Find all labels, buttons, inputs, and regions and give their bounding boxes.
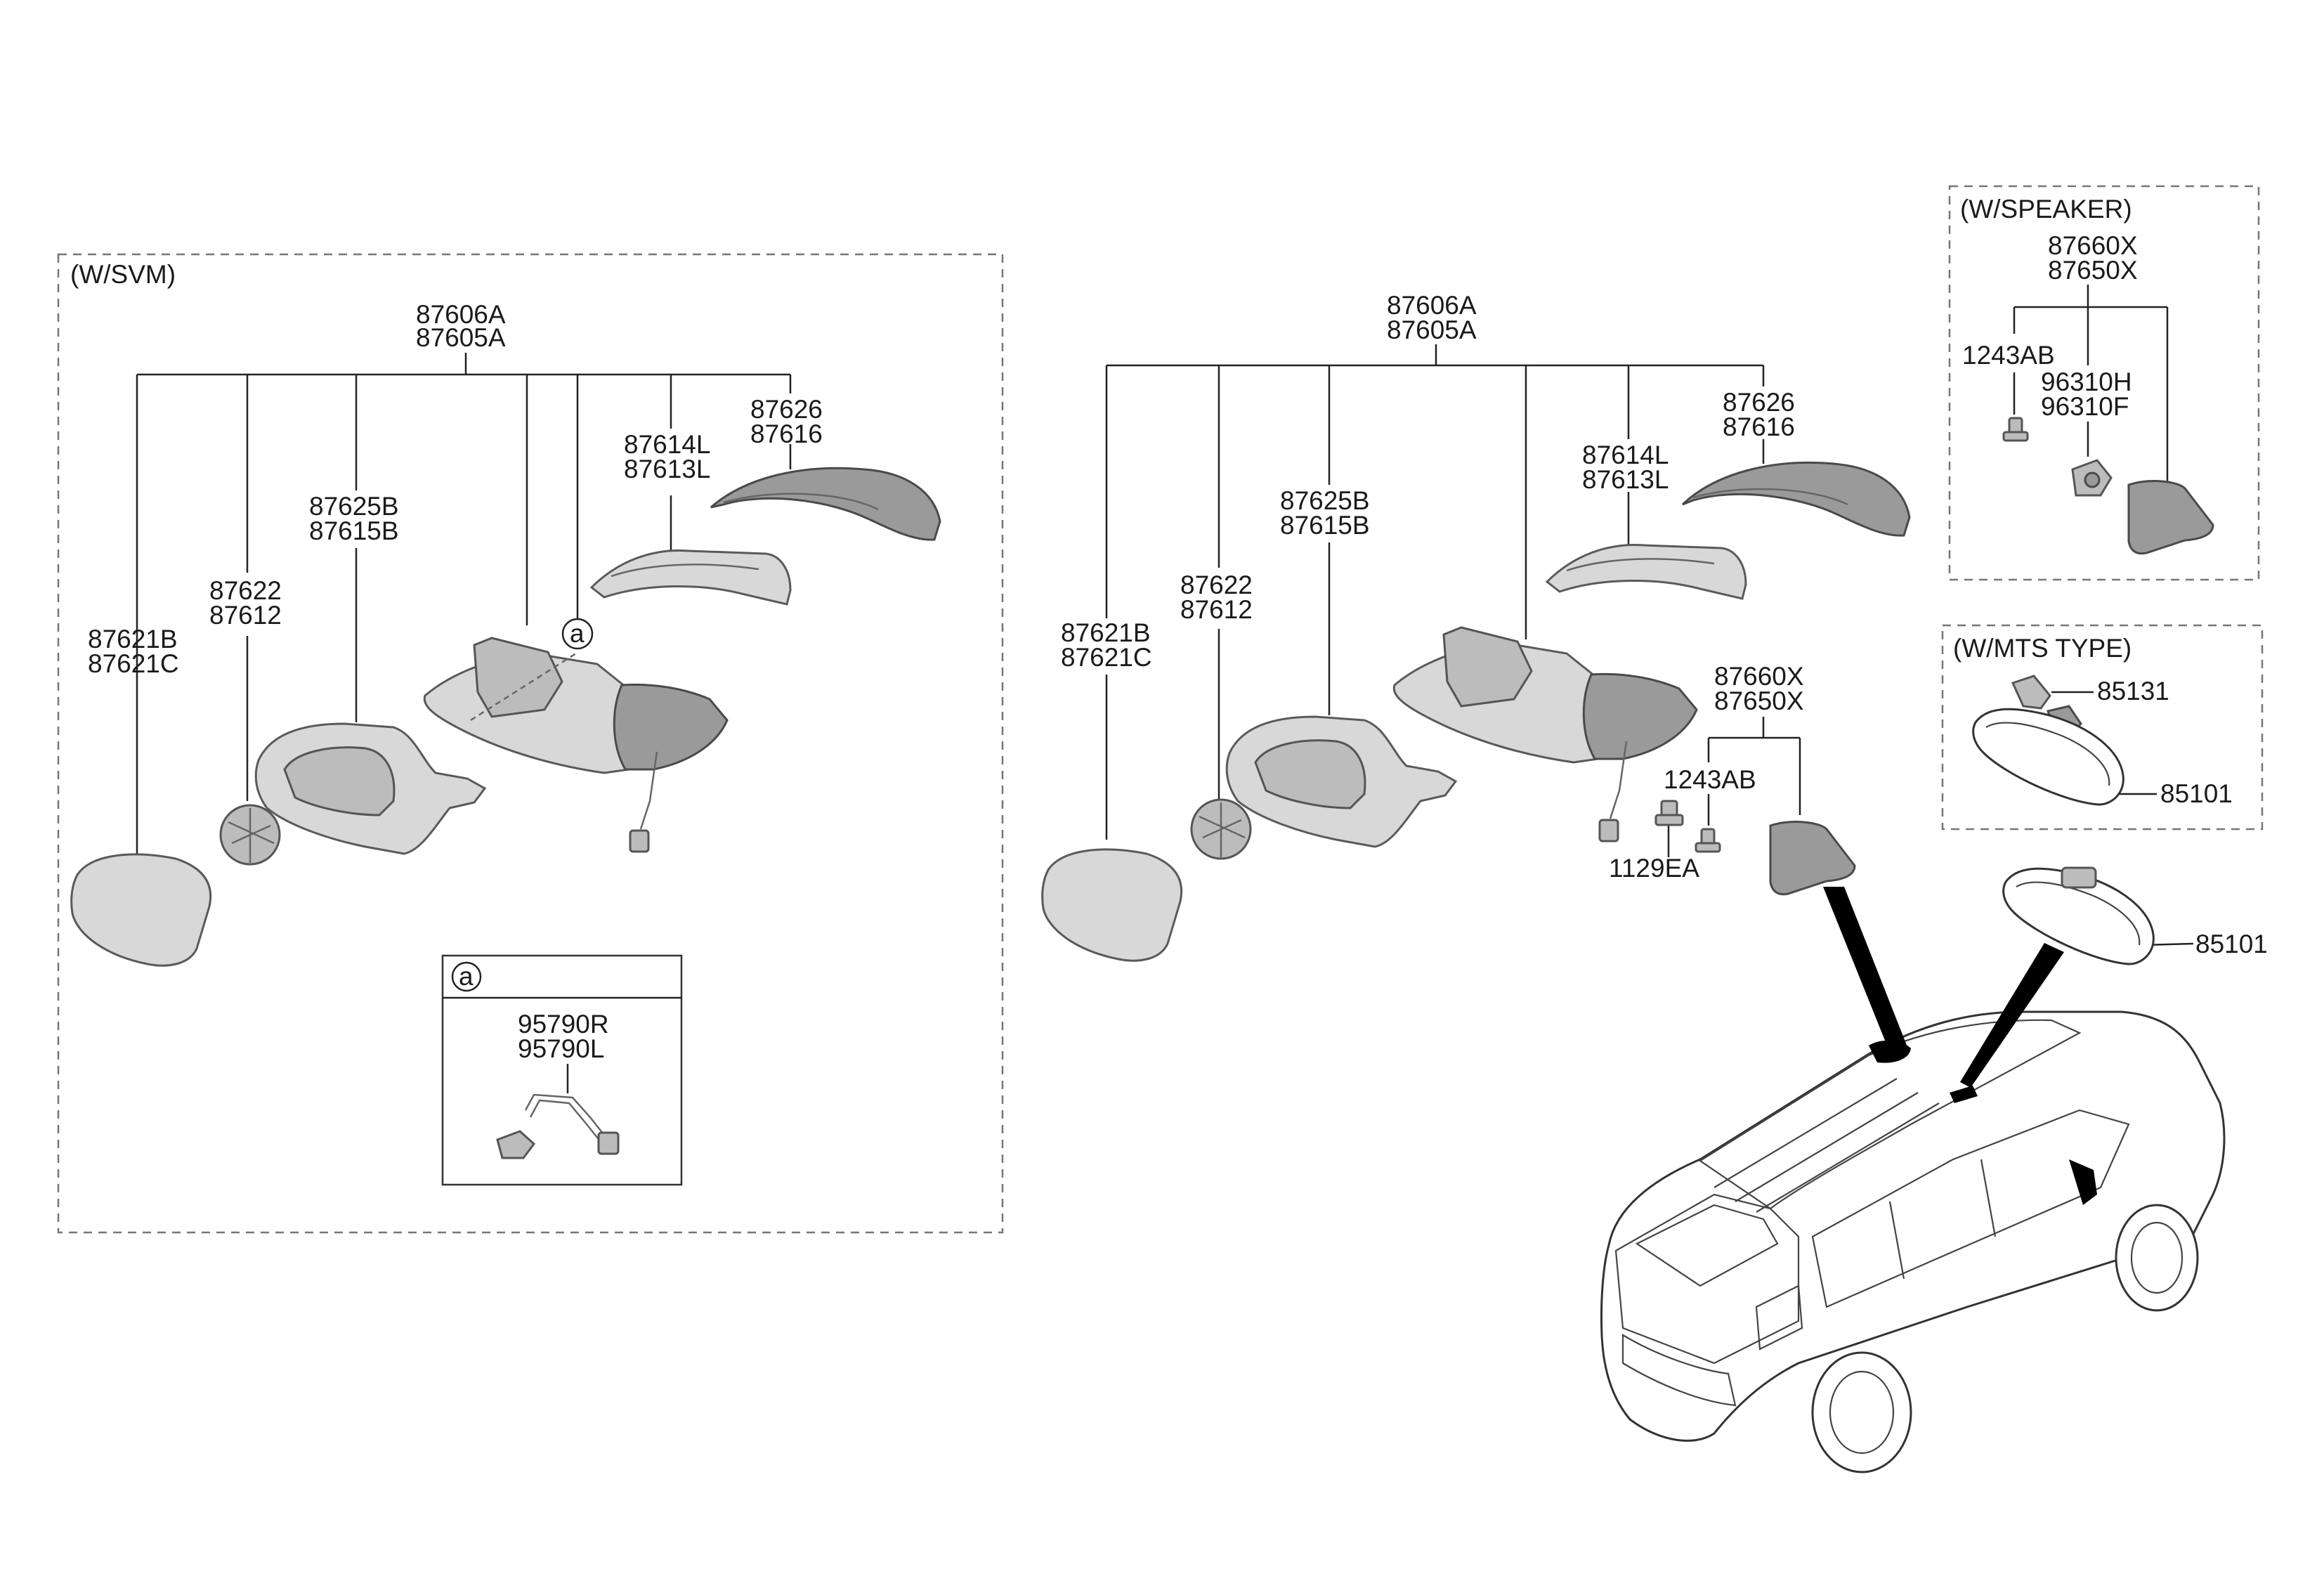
vehicle-roof-rail-1 [1713, 1078, 1898, 1188]
svm-glass-label-1[interactable]: 87621B [88, 625, 178, 653]
callout-a-box: a 95790R 95790L [441, 954, 683, 1186]
vehicle-roof [1698, 1019, 2082, 1210]
callout-a-frame [441, 954, 683, 1186]
main-triangle-label-2[interactable]: 87650X [1714, 686, 1804, 715]
main-screw-label[interactable]: 1243AB [1664, 765, 1756, 794]
main-section: 87606A 87605A 87626 87616 87614L 87613L … [1041, 291, 2268, 965]
svm-callout-marker-letter: a [570, 619, 585, 648]
mts-cover-label[interactable]: 85131 [2097, 677, 2169, 705]
vehicle-rear-bumper [1621, 1334, 1737, 1407]
svm-box-title: (W/SVM) [70, 260, 176, 289]
callout-a-harness-part[interactable] [496, 1093, 620, 1159]
svm-leader-lines [136, 353, 792, 859]
main-screw-part[interactable] [1695, 828, 1721, 853]
main-assembly-label-2[interactable]: 87605A [1387, 315, 1477, 344]
main-triangle-part[interactable] [1769, 821, 1856, 896]
svm-scalp-part[interactable] [254, 722, 487, 855]
speaker-dashed-box [1948, 185, 2260, 581]
vehicle-rear-window [1635, 1204, 1779, 1287]
main-lamp-label-2[interactable]: 87613L [1582, 465, 1669, 494]
svm-scalp-label-2[interactable]: 87615B [309, 516, 399, 545]
svm-actuator-label-1[interactable]: 87622 [209, 576, 282, 605]
speaker-screw-part[interactable] [2002, 417, 2029, 442]
svm-assembly-label-2[interactable]: 87605A [416, 323, 506, 352]
speaker-speaker-part[interactable] [2071, 459, 2113, 497]
main-triangle-leaders [1707, 717, 1801, 815]
main-bolt-label[interactable]: 1129EA [1609, 854, 1699, 883]
vehicle-rear-lamp [1755, 1284, 1803, 1351]
main-leader-lines [1105, 344, 1765, 840]
svm-section: (W/SVM) 87606A 87605A 87626 87616 87614L… [57, 253, 1004, 1234]
vehicle-side-windows [1811, 1109, 2130, 1308]
speaker-box-title: (W/SPEAKER) [1960, 195, 2132, 223]
svm-callout-marker[interactable]: a [561, 618, 594, 650]
svm-cover-part[interactable] [710, 467, 941, 541]
main-actuator-label-2[interactable]: 87612 [1180, 595, 1253, 624]
speaker-leaders [2013, 285, 2169, 485]
svm-actuator-part[interactable] [219, 804, 281, 866]
main-cover-label-1[interactable]: 87626 [1723, 388, 1795, 417]
vehicle-tailgate [1614, 1193, 1800, 1365]
main-lamp-label-1[interactable]: 87614L [1582, 441, 1669, 469]
mts-box-title: (W/MTS TYPE) [1953, 634, 2132, 663]
main-scalp-part[interactable] [1225, 715, 1458, 848]
speaker-triangle-part[interactable] [2127, 480, 2214, 555]
vehicle-rear-wheel [1811, 1351, 1912, 1473]
speaker-triangle-label-2[interactable]: 87650X [2048, 256, 2138, 285]
svm-cover-label-2[interactable]: 87616 [750, 419, 823, 448]
main-housing-part[interactable] [1392, 626, 1698, 842]
main-glass-label-2[interactable]: 87621C [1061, 643, 1152, 672]
speaker-screw-label[interactable]: 1243AB [1962, 341, 2055, 370]
svm-lamp-label-2[interactable]: 87613L [624, 455, 710, 483]
main-triangle-label-1[interactable]: 87660X [1714, 662, 1804, 691]
svm-lamp-part[interactable] [589, 549, 792, 606]
vehicle-roof-rail-3 [1756, 1102, 1940, 1213]
svm-cover-label-1[interactable]: 87626 [750, 395, 823, 424]
main-glass-part[interactable] [1041, 848, 1183, 962]
main-bolt-part[interactable] [1654, 800, 1684, 826]
main-actuator-label-1[interactable]: 87622 [1180, 571, 1253, 599]
main-assembly-label-1[interactable]: 87606A [1387, 291, 1477, 320]
svm-glass-part[interactable] [70, 853, 212, 967]
main-cover-part[interactable] [1681, 461, 1911, 537]
main-glass-label-1[interactable]: 87621B [1061, 618, 1151, 647]
callout-a-harness-label-1[interactable]: 95790R [518, 1010, 609, 1039]
speaker-triangle-label-1[interactable]: 87660X [2048, 231, 2138, 260]
svm-lamp-label-1[interactable]: 87614L [624, 430, 710, 459]
mts-dashed-box [1941, 624, 2264, 831]
speaker-speaker-label-1[interactable]: 96310H [2041, 367, 2132, 396]
svm-assembly-label-1[interactable]: 87606A [416, 300, 506, 329]
main-lamp-part[interactable] [1545, 543, 1747, 600]
main-scalp-label-1[interactable]: 87625B [1280, 486, 1370, 515]
main-inside-mirror-part[interactable] [2002, 866, 2155, 965]
speaker-section: (W/SPEAKER) 87660X 87650X 1243AB 96310H … [1948, 185, 2260, 581]
svm-actuator-label-2[interactable]: 87612 [209, 601, 282, 630]
mts-section: (W/MTS TYPE) 85131 85101 [1941, 624, 2264, 831]
svm-dashed-box [57, 253, 1004, 1234]
pointer-inside-mirror-tip [1950, 1086, 1978, 1103]
main-cover-label-2[interactable]: 87616 [1723, 412, 1795, 441]
speaker-speaker-label-2[interactable]: 96310F [2041, 392, 2129, 421]
vehicle-front-wheel [2115, 1204, 2199, 1312]
svm-housing-part[interactable] [423, 637, 729, 853]
callout-a-harness-label-2[interactable]: 95790L [518, 1034, 604, 1063]
pointer-inside-mirror [1960, 943, 2064, 1088]
pointer-outside-mirror-tip [1869, 1040, 1911, 1063]
callout-a-letter: a [459, 962, 474, 991]
mts-inside-mirror-part[interactable] [1972, 708, 2124, 806]
vehicle-roof-rail-2 [1735, 1092, 1919, 1202]
main-scalp-label-2[interactable]: 87615B [1280, 511, 1370, 540]
vehicle-illustration [1600, 887, 2226, 1473]
mts-inside-mirror-label[interactable]: 85101 [2160, 779, 2233, 808]
svm-glass-label-2[interactable]: 87621C [88, 649, 179, 678]
main-inside-mirror-label[interactable]: 85101 [2195, 930, 2268, 958]
svm-scalp-label-1[interactable]: 87625B [309, 492, 399, 521]
main-actuator-part[interactable] [1190, 798, 1252, 860]
pointer-outside-mirror [1823, 887, 1907, 1053]
pointer-side-mirror-marker [2069, 1159, 2097, 1205]
